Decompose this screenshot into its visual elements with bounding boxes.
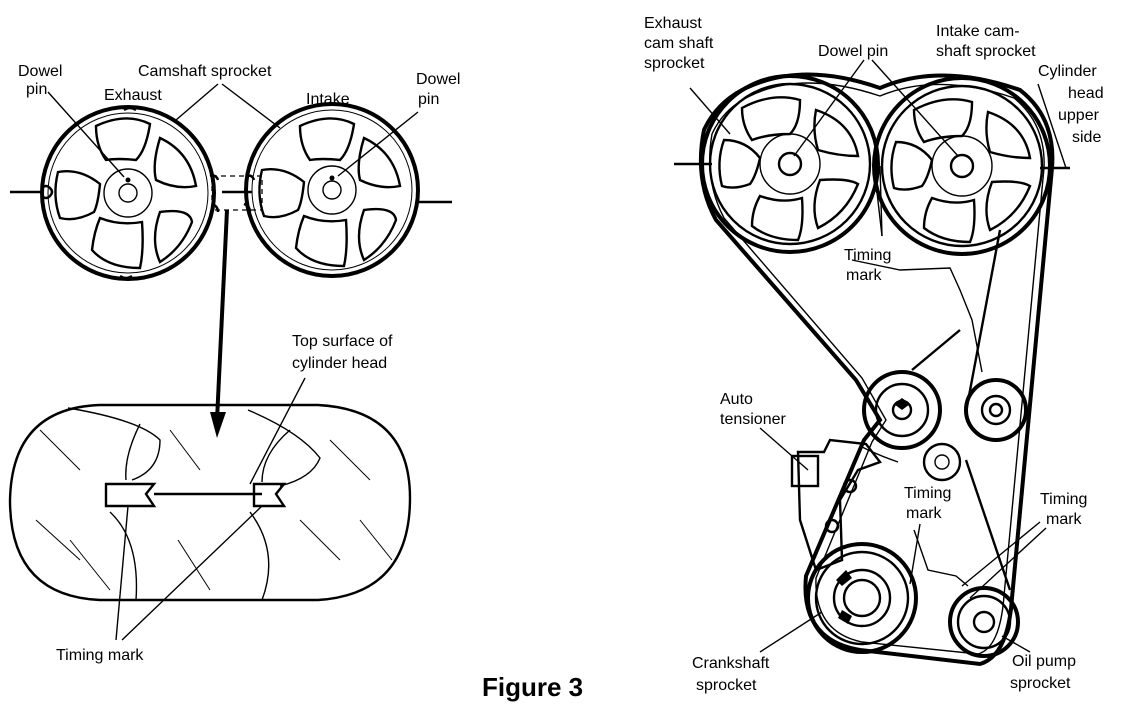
figure-caption: Figure 3 (482, 672, 583, 702)
leader-timing-top-1 (873, 165, 883, 237)
left-intake-sprocket (243, 102, 452, 278)
label-intake-1: Intake cam- (936, 23, 1020, 40)
idler-pulley-right (964, 378, 1028, 442)
left-exhaust-sprocket (10, 105, 220, 281)
label-dowel-left-1: Dowel (18, 63, 62, 80)
leader-camshaft-exhaust (175, 83, 219, 121)
cylinder-head-surface (8, 377, 412, 602)
leader-auto-tensioner (759, 427, 809, 471)
label-timing-mid-2: mark (906, 505, 943, 522)
leader-exhaust-sprocket (689, 87, 731, 135)
label-cyl-2: head (1068, 85, 1104, 102)
label-exhaust: Exhaust (104, 87, 162, 104)
leader-timing-top-2 (879, 165, 883, 237)
label-oil-pump-1: Oil pump (1012, 653, 1076, 670)
leader-dowel-intake (871, 59, 959, 157)
leader-timing-right-1 (961, 521, 1041, 587)
leader-timing-right-2 (969, 527, 1047, 599)
leader-timing-mark-left-2 (121, 505, 263, 641)
timing-belt (698, 72, 1055, 667)
label-dowel-right-1: Dowel (416, 71, 460, 88)
right-intake-sprocket (872, 76, 1070, 256)
gap-detail (210, 175, 263, 438)
label-auto-tensioner-1: Auto (720, 391, 753, 408)
leader-camshaft-intake (221, 83, 281, 129)
leader-timing-mark-left-1 (115, 505, 129, 641)
leader-crankshaft (759, 611, 823, 653)
label-cyl-1: Cylinder (1038, 63, 1097, 80)
label-timing-right-2: mark (1046, 511, 1083, 528)
label-top-surface-1: Top surface of (292, 333, 393, 350)
label-cyl-3: upper (1058, 107, 1100, 124)
label-cyl-4: side (1072, 129, 1101, 146)
auto-tensioner (790, 438, 899, 572)
label-top-surface-2: cylinder head (292, 355, 387, 372)
leader-dowel-left (47, 91, 125, 178)
label-oil-pump-2: sprocket (1010, 675, 1071, 692)
label-exhaust-1: Exhaust (644, 15, 702, 32)
label-dowel-right-2: pin (418, 91, 439, 108)
leader-cylinder-head (1037, 83, 1067, 169)
housing-outline (851, 259, 983, 373)
label-crankshaft-1: Crankshaft (692, 655, 770, 672)
label-dowel-pin: Dowel pin (818, 43, 888, 60)
label-timing-top-1: Timing (844, 247, 891, 264)
label-camshaft-sprocket: Camshaft sprocket (138, 63, 272, 80)
leader-timing-mid (909, 523, 921, 585)
housing-outline-2 (913, 529, 969, 587)
oil-pump-sprocket (948, 586, 1020, 658)
right-exhaust-sprocket (674, 74, 880, 254)
labels-right: Exhaust cam shaft sprocket Dowel pin Int… (644, 15, 1104, 694)
small-idler (922, 442, 962, 482)
label-exhaust-2: cam shaft (644, 35, 714, 52)
label-exhaust-3: sprocket (644, 55, 705, 72)
label-dowel-left-2: pin (26, 81, 47, 98)
label-timing-top-2: mark (846, 267, 883, 284)
crankshaft-sprocket (806, 542, 918, 654)
label-timing-mark-left: Timing mark (56, 647, 144, 664)
leader-dowel-right (337, 111, 419, 177)
idler-pulley-left (862, 370, 942, 450)
label-timing-right-1: Timing (1040, 491, 1087, 508)
leader-oil-pump (1001, 635, 1031, 653)
label-crankshaft-2: sprocket (696, 677, 757, 694)
label-auto-tensioner-2: tensioner (720, 411, 786, 428)
label-intake-2: shaft sprocket (936, 43, 1036, 60)
labels-left: Dowel pin Exhaust Camshaft sprocket Inta… (18, 63, 460, 664)
label-timing-mid-1: Timing (904, 485, 951, 502)
label-intake: Intake (306, 91, 350, 108)
leader-dowel-exhaust (793, 59, 865, 157)
